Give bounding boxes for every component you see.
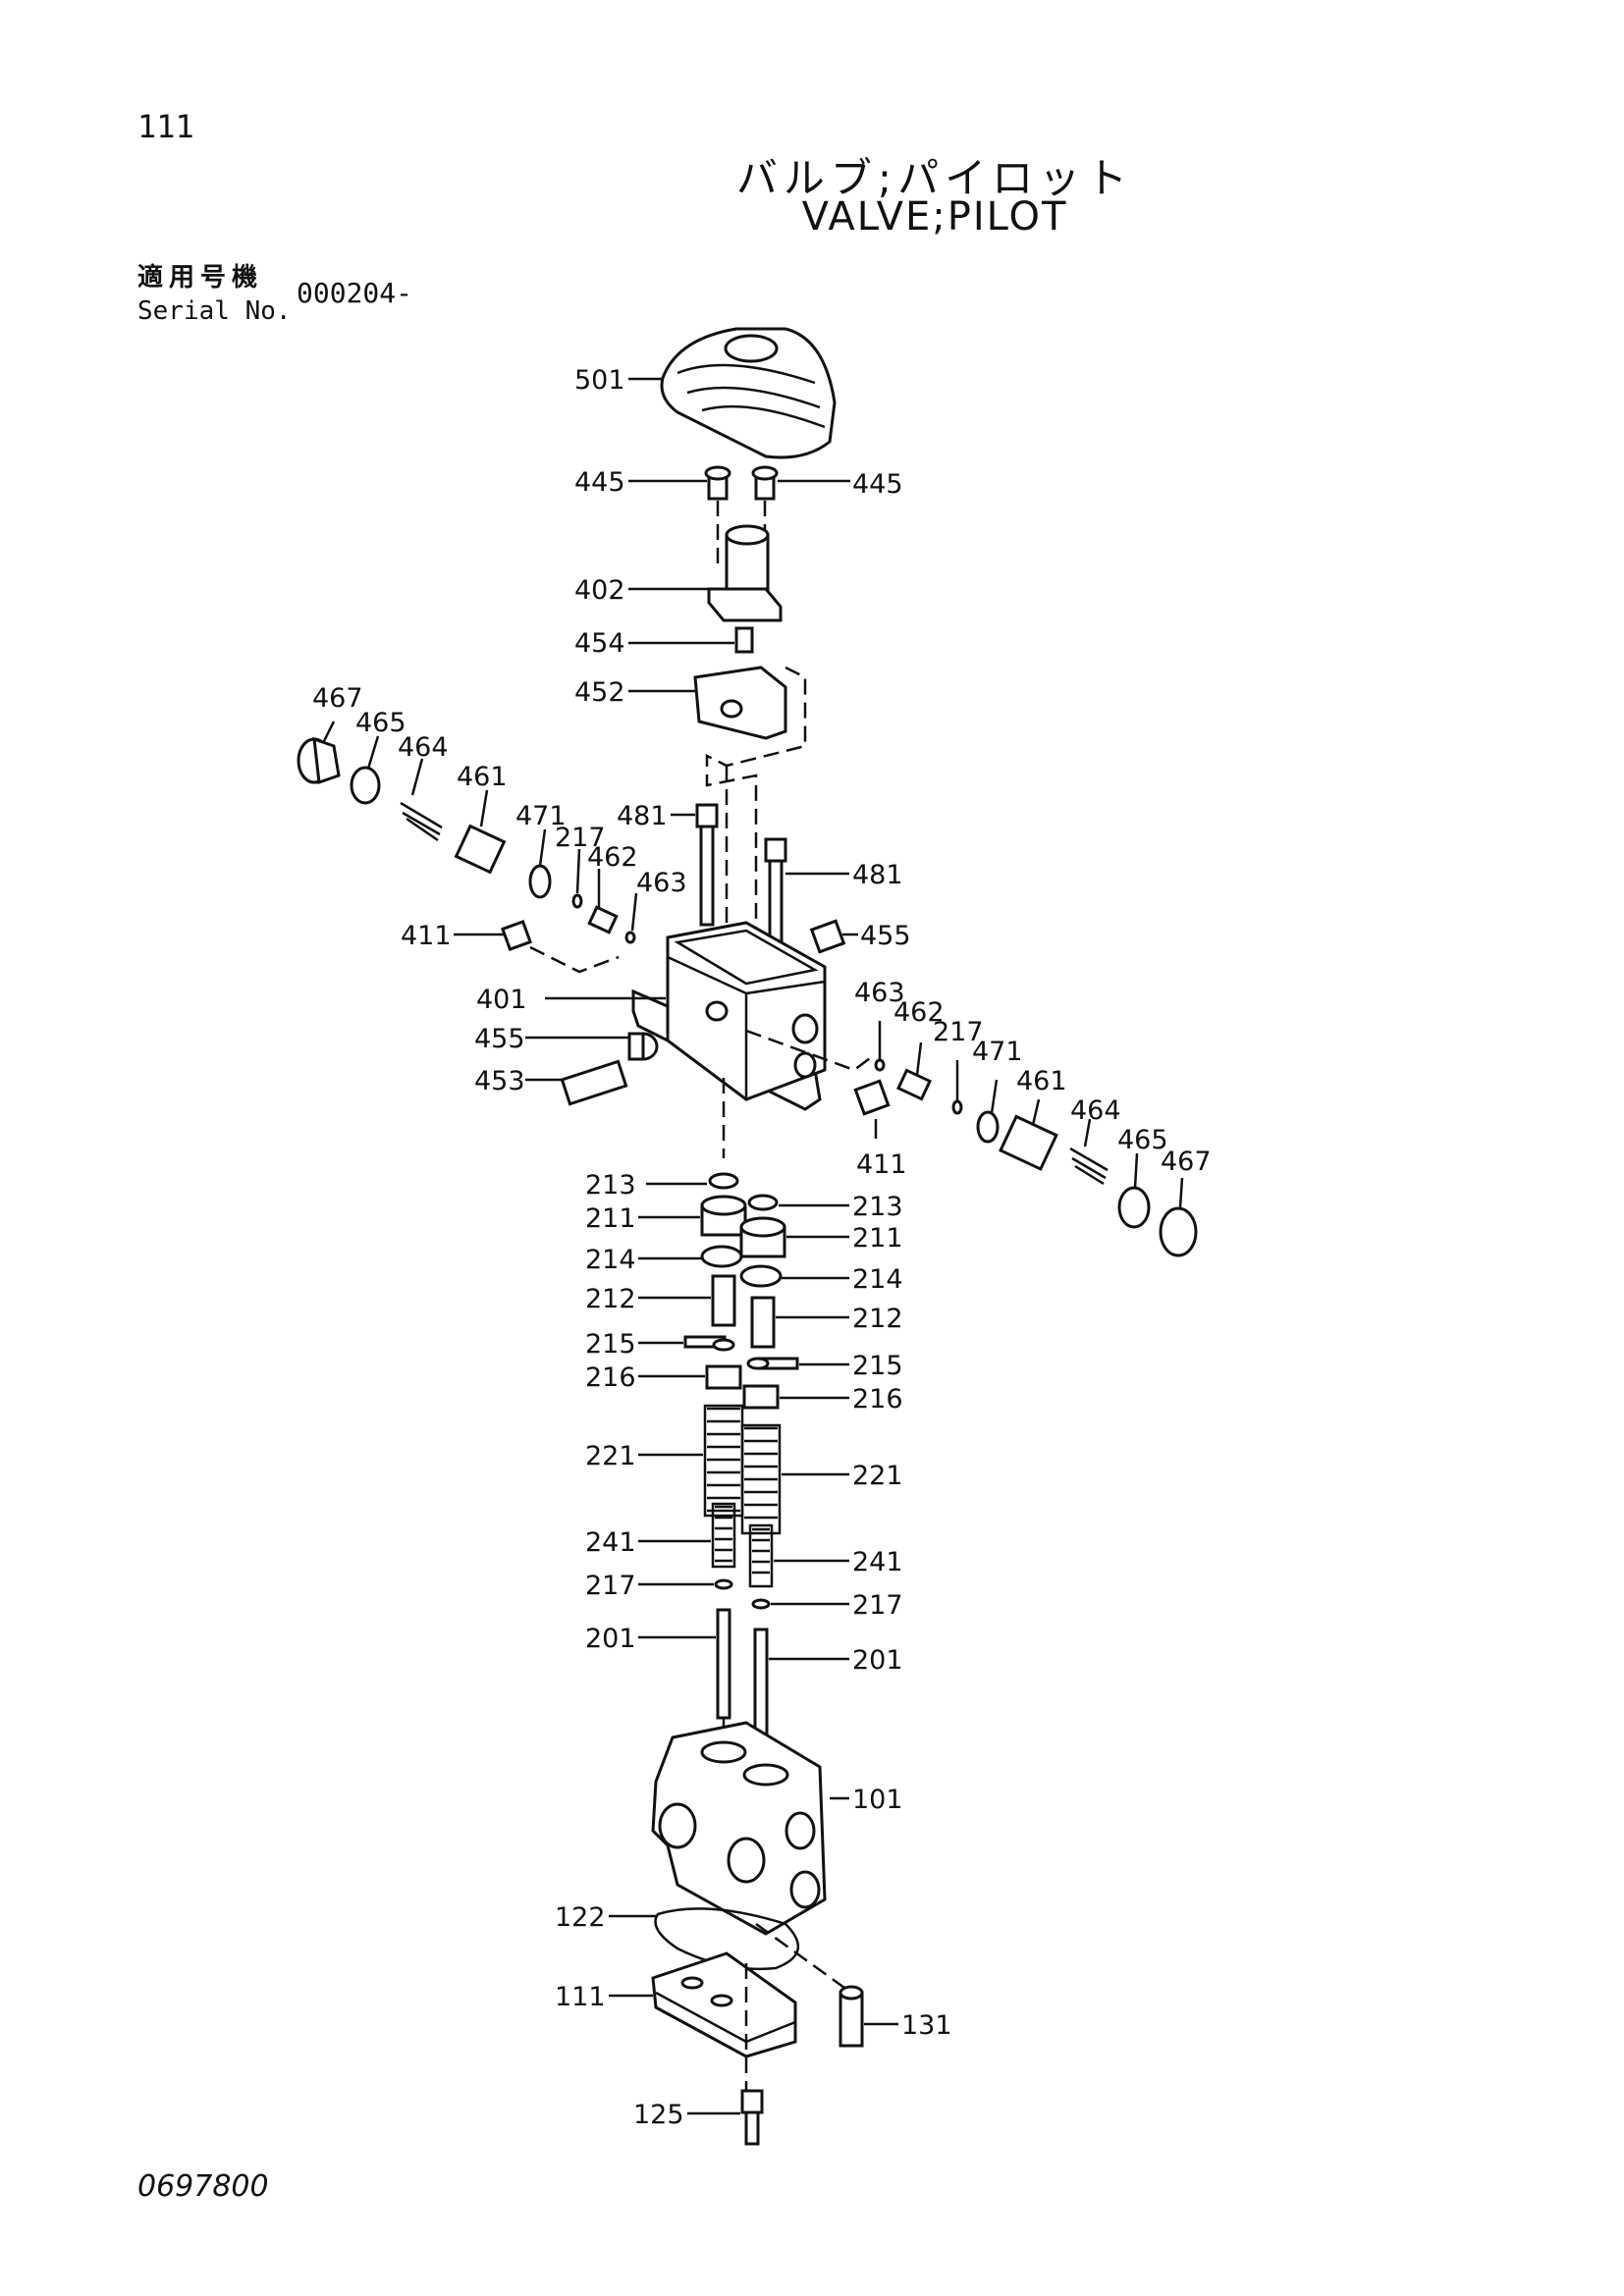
part-411-455-plugs: 411 455: [401, 919, 911, 974]
callout-481-right: 481: [852, 860, 903, 890]
callout-467-left: 467: [312, 683, 363, 714]
callout-462-right: 462: [893, 997, 945, 1028]
callout-445-left: 445: [574, 467, 625, 498]
part-213-seals: 213 213: [585, 1170, 903, 1222]
part-211-plugs: 211 211: [585, 1195, 903, 1258]
part-402-plate: 402: [574, 524, 783, 622]
callout-216-right: 216: [852, 1384, 903, 1415]
callout-401: 401: [476, 985, 527, 1015]
callout-481-left: 481: [617, 801, 668, 831]
part-131-pin: 131: [839, 1985, 952, 2048]
callout-445-right: 445: [852, 469, 903, 500]
callout-217-right: 217: [933, 1017, 984, 1047]
part-216-nuts: 216 216: [585, 1362, 903, 1415]
callout-463-right: 463: [854, 978, 905, 1008]
serial-number-value: 000204-: [297, 277, 413, 309]
callout-211-left: 211: [585, 1203, 636, 1234]
callout-471-right: 471: [972, 1037, 1023, 1067]
part-221-springs: 221 221: [585, 1404, 903, 1535]
callout-215-left: 215: [585, 1329, 636, 1360]
callout-125: 125: [633, 2100, 684, 2130]
part-481-bolts: 481 481: [617, 801, 903, 951]
callout-214-right: 214: [852, 1264, 903, 1295]
part-215-pins: 215 215: [585, 1329, 903, 1381]
callout-462-left: 462: [587, 842, 638, 873]
part-214-orings: 214 214: [585, 1245, 903, 1295]
part-217-rings: 217 217: [585, 1571, 903, 1621]
callout-411-left: 411: [401, 921, 452, 951]
callout-463-left: 463: [636, 868, 687, 898]
callout-216-left: 216: [585, 1362, 636, 1393]
callout-212-left: 212: [585, 1284, 636, 1314]
callout-455-lower: 455: [474, 1024, 525, 1054]
callout-122: 122: [555, 1902, 606, 1933]
part-454-pin: 454: [574, 626, 754, 659]
callout-465-left: 465: [355, 708, 406, 738]
callout-101: 101: [852, 1785, 903, 1815]
callout-452: 452: [574, 677, 625, 708]
callout-201-right: 201: [852, 1645, 903, 1676]
callout-453: 453: [474, 1066, 525, 1096]
callout-221-left: 221: [585, 1441, 636, 1471]
callout-131: 131: [901, 2010, 952, 2041]
callout-465-right: 465: [1117, 1125, 1168, 1155]
part-241-springs: 241 241: [585, 1502, 903, 1588]
page-title-english: VALVE;PILOT: [801, 194, 1068, 240]
callout-214-left: 214: [585, 1245, 636, 1275]
callout-501: 501: [574, 365, 625, 396]
callout-211-right: 211: [852, 1223, 903, 1254]
callout-464-left: 464: [398, 732, 449, 763]
callout-471-left: 471: [515, 801, 567, 831]
left-fittings: 467 465 464 461 471 217 462 463: [297, 683, 687, 944]
page-title-japanese: バルブ;パイロット: [735, 154, 1134, 202]
serial-label-english: Serial No.: [137, 296, 292, 326]
callout-454: 454: [574, 628, 625, 659]
part-455-453: 455 453: [474, 1024, 659, 1106]
callout-241-right: 241: [852, 1547, 903, 1577]
callout-411-right: 411: [856, 1149, 907, 1180]
callout-455-upper: 455: [860, 921, 911, 951]
right-fittings: 463 462 217 471 461 464 465 467 411: [853, 978, 1212, 1257]
part-212-pistons: 212 212: [585, 1274, 903, 1349]
callout-467-right: 467: [1161, 1147, 1212, 1177]
callout-402: 402: [574, 575, 625, 606]
part-125-bolt: 125: [633, 2089, 764, 2146]
part-452-joint: 452: [574, 666, 807, 942]
callout-213-right: 213: [852, 1192, 903, 1222]
page-number: 111: [137, 108, 194, 145]
callout-111: 111: [555, 1982, 606, 2012]
callout-215-right: 215: [852, 1351, 903, 1381]
callout-464-right: 464: [1070, 1095, 1121, 1126]
part-101-valve-body: 101: [651, 1721, 903, 1936]
part-111-cover: 111: [555, 1922, 845, 2110]
callout-217-left: 217: [555, 823, 606, 853]
callout-201-left: 201: [585, 1624, 636, 1654]
callout-217-lower-right: 217: [852, 1590, 903, 1621]
part-401-housing: 401: [476, 921, 875, 1111]
callout-213-left: 213: [585, 1170, 636, 1201]
callout-461-right: 461: [1016, 1066, 1067, 1096]
callout-461-left: 461: [457, 762, 508, 792]
callout-212-right: 212: [852, 1304, 903, 1334]
callout-221-right: 221: [852, 1461, 903, 1491]
callout-241-left: 241: [585, 1527, 636, 1558]
part-501-dust-boot: 501: [574, 327, 837, 459]
serial-label-japanese: 適用号機: [137, 263, 264, 293]
callout-217-lower-left: 217: [585, 1571, 636, 1601]
document-code: 0697800: [137, 2169, 269, 2204]
part-122-gasket: 122: [555, 1902, 800, 1971]
